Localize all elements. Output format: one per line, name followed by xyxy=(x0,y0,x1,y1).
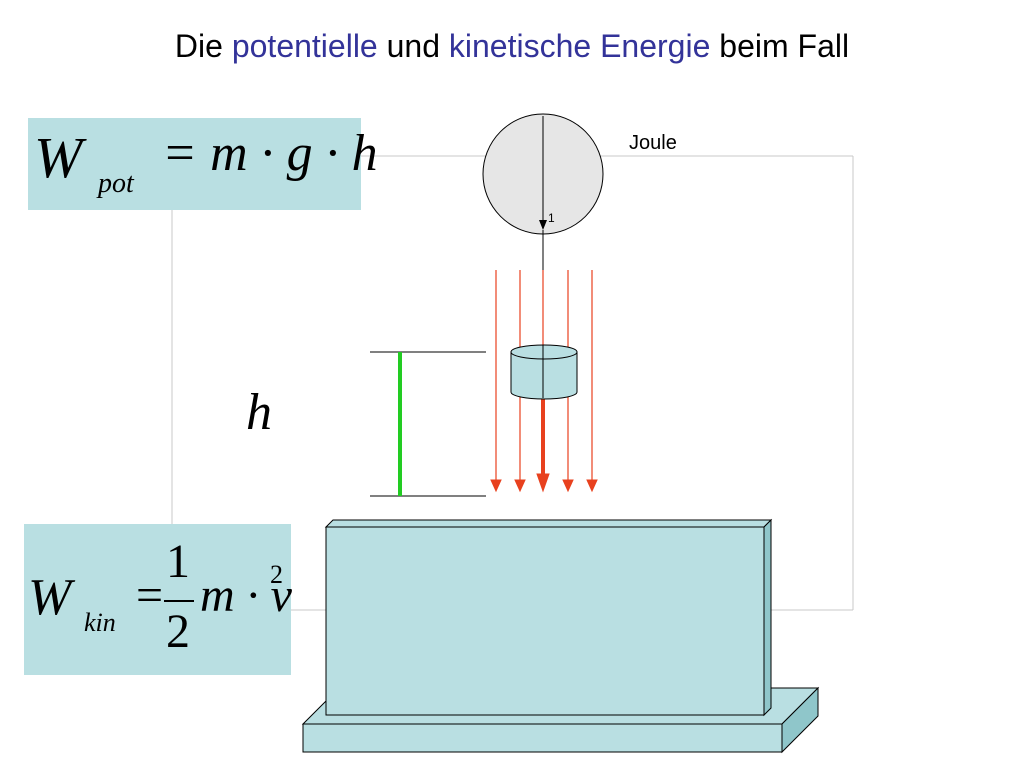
gauge-needle-tip xyxy=(539,220,547,230)
wkin-subscript: kin xyxy=(84,608,116,637)
height-indicator xyxy=(370,351,486,497)
falling-mass xyxy=(510,344,578,400)
block-side xyxy=(763,518,772,717)
wkin-denominator: 2 xyxy=(166,605,190,658)
wkin-equals: = xyxy=(136,569,164,622)
gauge-tick-label: 1 xyxy=(548,211,555,225)
connector-lines xyxy=(171,155,854,611)
wkin-w: W xyxy=(28,569,72,626)
wpot-rhs: = m · g · h xyxy=(162,125,378,182)
wkin-exponent: 2 xyxy=(270,560,283,589)
title-part-die: Die xyxy=(174,28,223,64)
title-part-kinetische-energie: kinetische Energie xyxy=(448,28,711,64)
mass-body xyxy=(510,351,578,400)
mass-top xyxy=(510,344,578,360)
arrow-3-head xyxy=(536,473,550,493)
kinetic-energy-formula: W kin = 1 2 m · v 2 xyxy=(24,524,292,675)
arrow-5-head xyxy=(586,479,598,493)
ground-block xyxy=(324,518,773,717)
wpot-w: W xyxy=(34,125,83,190)
title-part-beim-fall: beim Fall xyxy=(719,28,850,64)
arrow-1-head xyxy=(490,479,502,493)
page-title: Die potentielle und kinetische Energie b… xyxy=(0,28,1024,65)
title-part-und: und xyxy=(386,28,440,64)
block-top xyxy=(324,519,773,528)
arrow-4-head xyxy=(562,479,574,493)
wkin-numerator: 1 xyxy=(166,535,190,588)
potential-energy-formula: W pot = m · g · h xyxy=(28,118,378,210)
wkin-rhs: m · v xyxy=(200,569,292,622)
gauge-unit-label: Joule xyxy=(629,132,677,154)
wkin-fraction-bar xyxy=(164,600,194,602)
title-part-potentielle: potentielle xyxy=(231,28,378,64)
arrow-2-head xyxy=(514,479,526,493)
wpot-subscript: pot xyxy=(98,168,134,199)
height-label: h xyxy=(246,384,272,441)
base-plate-front xyxy=(302,723,783,753)
block-front xyxy=(325,526,765,716)
